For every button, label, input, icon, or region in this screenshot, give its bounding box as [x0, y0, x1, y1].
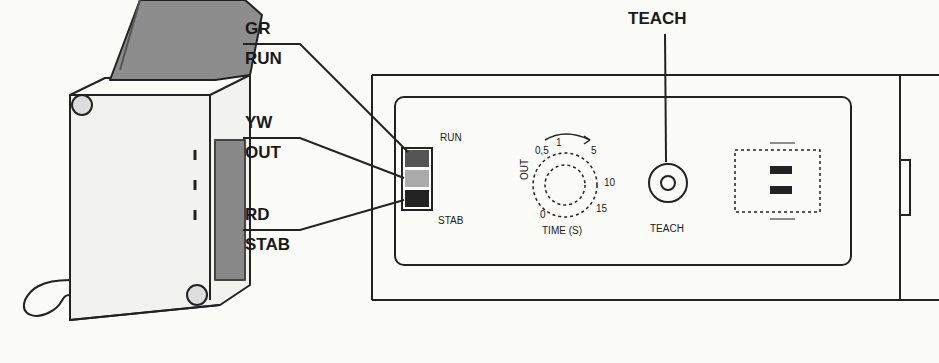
callout-label: GR	[245, 20, 271, 37]
panel-marking: TEACH	[650, 224, 684, 234]
callout-label: RD	[245, 206, 270, 223]
sensor-drawing	[24, 0, 262, 320]
panel-marking: TIME (S)	[542, 226, 582, 236]
callout-label: OUT	[245, 144, 281, 161]
callout-label: RUN	[245, 50, 282, 67]
callout-label: STAB	[245, 236, 290, 253]
housing	[243, 34, 939, 300]
callout-label: YW	[245, 114, 272, 131]
panel-marking: 5	[591, 146, 597, 156]
panel-marking: 15	[596, 204, 607, 214]
panel-marking: 0	[540, 210, 546, 220]
panel-marking: OUT	[520, 159, 530, 180]
panel-marking: STAB	[438, 216, 463, 226]
callout-label: TEACH	[628, 10, 687, 27]
panel-marking: RUN	[440, 133, 462, 143]
control-panel: RUNSTAB0,51510150OUTTIME (S)TEACH	[394, 96, 852, 266]
panel-marking: 0,5	[535, 146, 549, 156]
panel-marking: 1	[556, 138, 562, 148]
panel-marking: 10	[604, 178, 615, 188]
